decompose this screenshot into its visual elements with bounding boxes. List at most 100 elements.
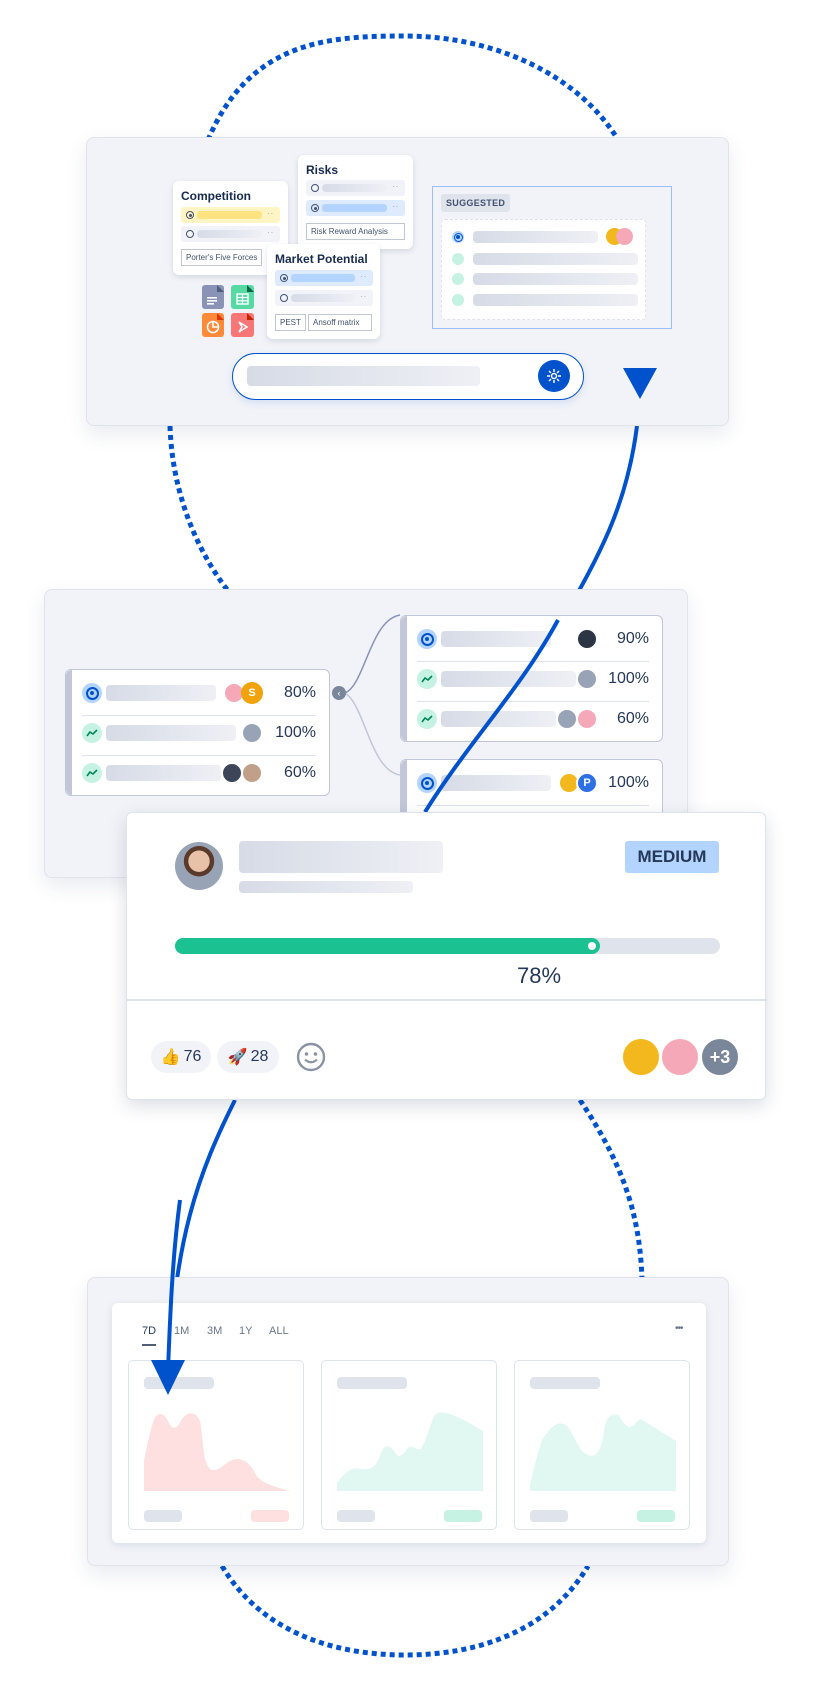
document-icon[interactable] [202,285,224,309]
spreadsheet-icon[interactable] [231,285,254,309]
metric-delta-placeholder [637,1510,675,1522]
reaction-thumbs-up[interactable]: 👍76 [151,1041,211,1073]
metric-card[interactable] [514,1360,690,1530]
progress-percent: 60% [616,710,649,727]
target-icon [82,683,102,703]
collapse-toggle[interactable]: ‹ [332,686,346,700]
drag-handle-icon[interactable]: ·· [360,272,368,281]
tree-connector [344,614,401,776]
row-divider [82,715,316,716]
progress-percent: 100% [275,724,316,741]
radio-icon [280,294,288,302]
arrow-down-icon [623,368,657,399]
framework-tag[interactable]: PEST [275,314,306,331]
prompt-input[interactable] [232,353,584,400]
tab-all[interactable]: ALL [269,1325,289,1337]
option-row[interactable]: ·· [306,180,405,196]
card-title: Risks [306,163,339,177]
rocket-icon: 🚀 [227,1049,248,1066]
input-placeholder [247,366,480,386]
market-potential-card[interactable]: Market Potential ·· ·· PEST Ansoff matri… [267,244,380,339]
progress-bar [175,938,720,954]
ai-sparkle-button[interactable] [538,360,570,392]
thumbs-up-icon: 👍 [160,1049,181,1066]
reaction-rocket[interactable]: 🚀28 [217,1041,279,1073]
option-row[interactable]: ·· [275,290,373,306]
framework-tag[interactable]: Ansoff matrix [308,314,372,331]
more-options-icon[interactable]: ••• [675,1323,683,1334]
metric-value-placeholder [144,1510,182,1522]
chevron-left-icon: ‹ [337,688,341,698]
parent-goal-card[interactable]: S 80% 100% 60% [65,669,330,796]
drag-handle-icon[interactable]: ·· [392,202,400,211]
metric-card[interactable] [321,1360,497,1530]
suggested-box: SUGGESTED [432,186,672,329]
child-goal-card[interactable]: 90% 100% 60% [400,615,663,742]
dashboard-card: 7D 1M 3M 1Y ALL ••• [112,1303,706,1543]
tab-1m[interactable]: 1M [174,1325,190,1337]
placeholder-bar [441,631,551,647]
card-accent [66,670,72,795]
avatar [241,762,263,784]
option-row-selected[interactable]: ·· [181,207,280,223]
card-title: Market Potential [275,252,368,266]
row-divider [417,661,649,662]
card-divider [127,999,767,1001]
pdf-icon[interactable] [231,313,254,337]
radio-selected-icon [280,274,288,282]
radio-selected-icon [186,211,194,219]
metric-title-placeholder [144,1377,214,1389]
radio-icon [186,230,194,238]
avatar [241,722,263,744]
add-reaction-smiley-icon[interactable] [296,1042,326,1072]
goal-subtitle-placeholder [239,881,413,893]
option-row-selected[interactable]: ·· [275,270,373,286]
presentation-icon[interactable] [202,313,224,337]
tab-7d[interactable]: 7D [142,1325,157,1337]
drag-handle-icon[interactable]: ·· [392,182,400,191]
planning-panel: Competition ·· ·· Porter's Five Forces R… [86,137,729,426]
placeholder-bar [322,184,387,192]
card-accent [401,616,407,741]
drag-handle-icon[interactable]: ·· [267,228,275,237]
progress-percent: 60% [283,764,316,781]
framework-tag[interactable]: Risk Reward Analysis [306,223,405,240]
competition-card[interactable]: Competition ·· ·· Porter's Five Forces [173,181,288,275]
metric-delta-placeholder [251,1510,289,1522]
drag-handle-icon[interactable]: ·· [360,292,368,301]
progress-percent: 78% [517,963,562,988]
goal-detail-card[interactable]: MEDIUM 78% 👍76 🚀28 +3 [126,812,767,1100]
watcher-avatar[interactable] [660,1037,700,1077]
metric-value-placeholder [337,1510,375,1522]
placeholder-bar [106,725,236,741]
framework-tag[interactable]: Porter's Five Forces [181,249,263,266]
risks-card[interactable]: Risks ·· ·· Risk Reward Analysis [298,155,413,249]
progress-handle[interactable] [588,942,597,950]
option-row-selected[interactable]: ·· [306,200,405,216]
radio-icon [311,184,319,192]
suggested-list [441,219,646,320]
target-icon [452,231,464,243]
placeholder-bar [197,230,262,238]
placeholder-bar [441,671,576,687]
metric-value-placeholder [530,1510,568,1522]
watcher-avatar[interactable] [621,1037,661,1077]
progress-percent: 90% [616,630,649,647]
tab-1y[interactable]: 1Y [239,1325,253,1337]
active-tab-indicator [142,1344,156,1346]
row-divider [417,805,649,806]
more-watchers-count[interactable]: +3 [700,1037,740,1077]
placeholder-bar [473,253,638,265]
reaction-count: 76 [183,1048,202,1065]
suggested-label: SUGGESTED [441,194,511,212]
target-icon [417,629,437,649]
placeholder-bar [322,204,387,212]
goal-title-placeholder [239,841,443,873]
tab-3m[interactable]: 3M [207,1325,223,1337]
metric-card[interactable] [128,1360,304,1530]
option-row[interactable]: ·· [181,226,280,242]
drag-handle-icon[interactable]: ·· [267,209,275,218]
placeholder-bar [473,294,638,306]
trend-icon [417,669,437,689]
row-divider [82,755,316,756]
